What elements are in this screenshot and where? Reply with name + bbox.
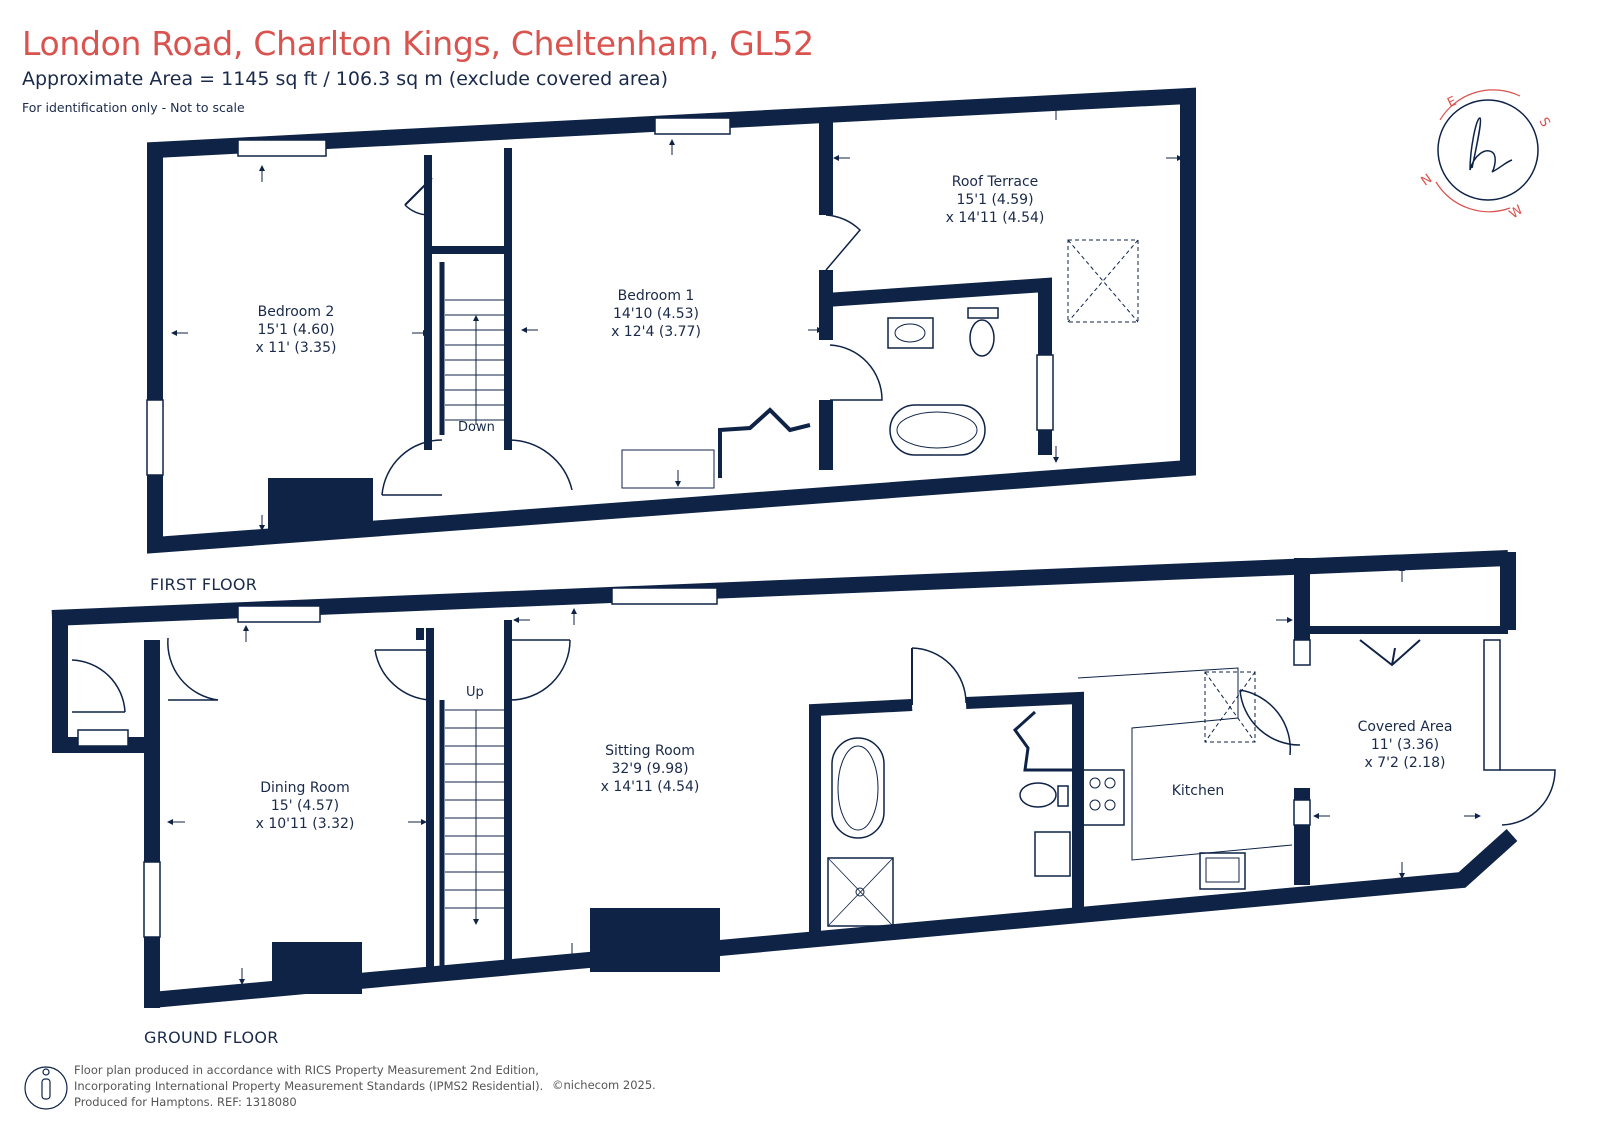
room-dining: Dining Room 15' (4.57) x 10'11 (3.32) [235, 779, 375, 833]
ground-floor-label: GROUND FLOOR [144, 1028, 279, 1047]
room-dim-2: x 14'11 (4.54) [600, 779, 700, 795]
room-bedroom-1: Bedroom 1 14'10 (4.53) x 12'4 (3.77) [586, 287, 726, 341]
room-name: Dining Room [260, 780, 350, 796]
room-name: Sitting Room [605, 743, 695, 759]
room-kitchen: Kitchen [1148, 782, 1248, 800]
room-name: Covered Area [1357, 719, 1453, 735]
first-floor-stairs [439, 262, 511, 435]
room-bedroom-2: Bedroom 2 15'1 (4.60) x 11' (3.35) [226, 303, 366, 357]
room-dim-1: 15'1 (4.59) [956, 192, 1034, 208]
room-dim-2: x 11' (3.35) [255, 340, 337, 356]
room-sitting: Sitting Room 32'9 (9.98) x 14'11 (4.54) [580, 742, 720, 796]
room-roof-terrace: Roof Terrace 15'1 (4.59) x 14'11 (4.54) [920, 173, 1070, 227]
footer-text: Floor plan produced in accordance with R… [74, 1062, 543, 1110]
room-name: Kitchen [1171, 783, 1225, 799]
footer-line-1: Floor plan produced in accordance with R… [74, 1063, 539, 1077]
ground-floor-plan [51, 550, 1556, 1008]
area-subtitle: Approximate Area = 1145 sq ft / 106.3 sq… [22, 68, 668, 90]
room-dim-2: x 7'2 (2.18) [1364, 755, 1446, 771]
room-dim-1: 15' (4.57) [270, 798, 340, 814]
stairs-up-label: Up [466, 685, 484, 700]
scale-note: For identification only - Not to scale [22, 100, 245, 115]
room-dim-1: 32'9 (9.98) [611, 761, 689, 777]
person-icon [24, 1066, 68, 1110]
room-name: Bedroom 2 [257, 304, 335, 320]
room-dim-1: 14'10 (4.53) [612, 306, 700, 322]
room-dim-1: 11' (3.36) [1370, 737, 1440, 753]
stairs-down-label: Down [458, 420, 495, 435]
room-dim-2: x 12'4 (3.77) [611, 324, 701, 340]
compass-rose [1435, 89, 1539, 213]
room-name: Bedroom 1 [617, 288, 695, 304]
first-floor-plan [146, 87, 1196, 554]
room-dim-2: x 14'11 (4.54) [945, 210, 1045, 226]
room-covered-area: Covered Area 11' (3.36) x 7'2 (2.18) [1335, 718, 1475, 772]
ground-floor-stairs [439, 700, 505, 968]
first-floor-label: FIRST FLOOR [150, 575, 258, 594]
copyright: ©nichecom 2025. [552, 1078, 656, 1092]
room-dim-2: x 10'11 (3.32) [255, 816, 355, 832]
footer-line-3: Produced for Hamptons. REF: 1318080 [74, 1095, 297, 1109]
page-title: London Road, Charlton Kings, Cheltenham,… [22, 24, 814, 63]
room-dim-1: 15'1 (4.60) [257, 322, 335, 338]
room-name: Roof Terrace [951, 174, 1039, 190]
footer-line-2: Incorporating International Property Mea… [74, 1079, 544, 1093]
